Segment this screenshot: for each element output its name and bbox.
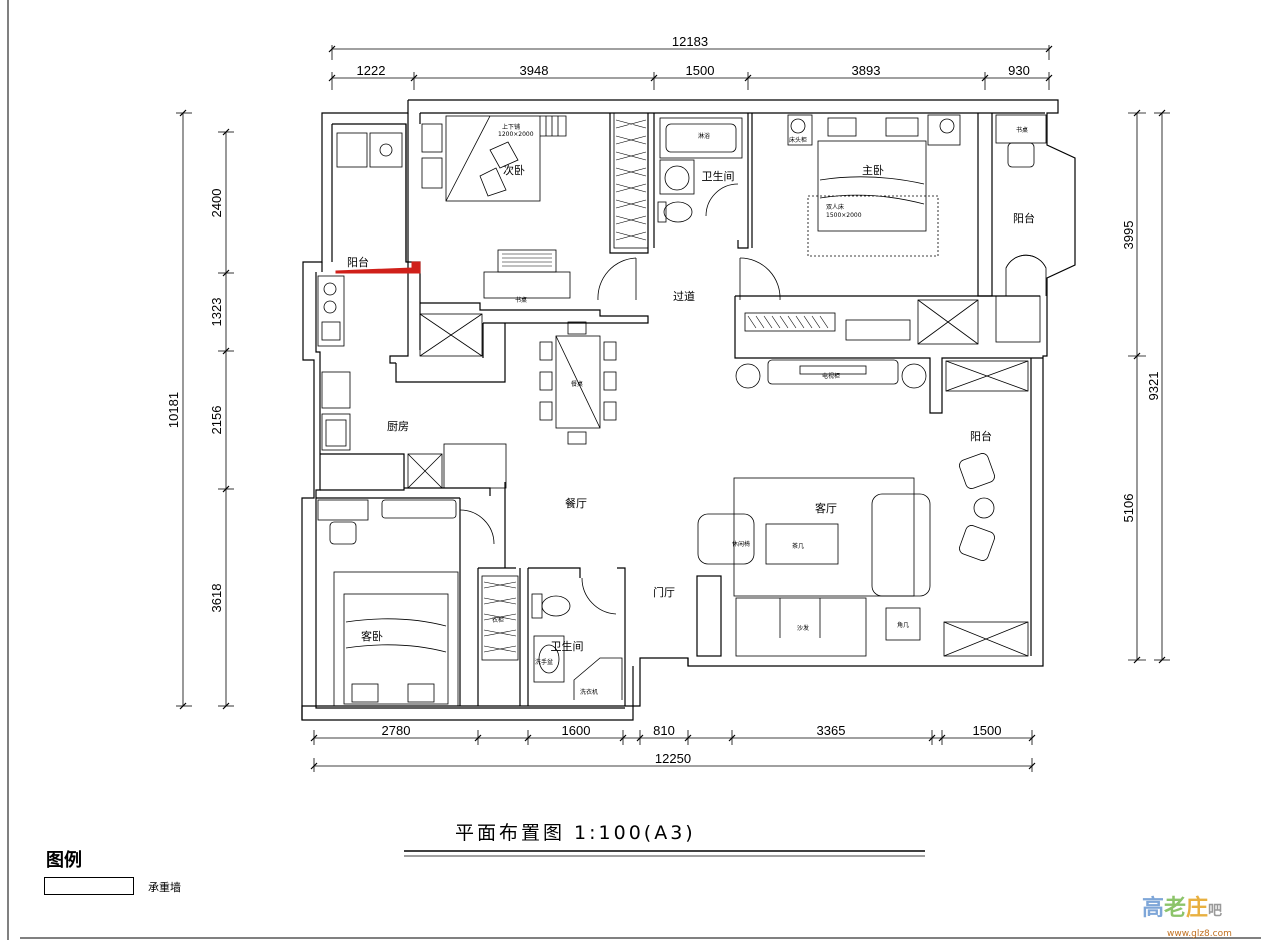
watermark-char-2: 老 [1164,895,1187,921]
bed-size-label: 1500×2000 [826,212,862,219]
watermark-char-1: 高 [1142,895,1165,921]
room-label-second-bedroom: 次卧 [503,163,525,177]
watermark-url: www.glz8.com [1167,929,1232,939]
room-label-master-bedroom: 主卧 [862,164,884,177]
room-label-balcony-e: 阳台 [970,429,992,443]
room-label-bathroom-bottom: 卫生间 [551,639,584,653]
dim-left-1: 2400 [209,189,224,218]
basin-label: 洗手盆 [535,658,553,666]
dim-top-2: 3948 [520,63,549,78]
watermark-logo: 高老庄吧 [1140,890,1258,930]
room-label-entry: 门厅 [653,585,675,599]
bunk-label: 上下铺 [502,123,520,131]
bunk-size: 1200×2000 [498,131,534,138]
shower-label: 淋浴 [698,132,710,140]
dim-top-total: 12183 [672,34,708,49]
watermark-char-4: 吧 [1208,903,1223,919]
dim-bottom-2: 1600 [562,723,591,738]
side-table-label: 角几 [897,621,909,629]
nightstand-label: 床头柜 [789,136,807,144]
double-bed-label: 双人床 [826,203,844,211]
dim-right-2: 5106 [1121,494,1136,523]
room-label-balcony-ne: 阳台 [1013,211,1035,225]
wardrobe-label: 衣柜 [492,616,504,624]
room-label-dining: 餐厅 [565,496,587,510]
dim-right-1: 3995 [1121,221,1136,250]
furniture [317,112,1047,707]
highlighted-wall [335,261,421,274]
dim-left-3: 2156 [209,406,224,435]
legend-item-label: 承重墙 [148,881,181,894]
dim-bottom-1: 2780 [382,723,411,738]
dining-table-label: 餐桌 [571,380,583,388]
lounge-chair-label: 休闲椅 [732,540,750,548]
dim-top-5: 930 [1008,63,1030,78]
dim-bottom-5: 1500 [973,723,1002,738]
watermark-char-3: 庄 [1186,895,1209,921]
sofa-label: 沙发 [797,624,809,632]
dim-right-total: 9321 [1146,372,1161,401]
room-label-hallway: 过道 [673,289,695,303]
room-label-living: 客厅 [815,501,837,515]
book-desk-label: 书桌 [1016,126,1028,134]
dimension-ticks [179,45,1166,770]
legend-swatch-bearing-wall [44,877,134,895]
dimension-lines [176,45,1170,772]
dim-bottom-total: 12250 [655,751,691,766]
room-label-guest-bedroom: 客卧 [361,629,383,643]
dim-bottom-4: 3365 [817,723,846,738]
tv-cabinet-label: 电视柜 [822,372,840,380]
dim-left-total: 10181 [166,392,181,428]
dim-top-3: 1500 [686,63,715,78]
dim-bottom-3: 810 [653,723,675,738]
walls [301,99,1076,721]
wash-machine-label: 洗衣机 [580,688,598,696]
room-label-balcony-nw: 阳台 [347,255,369,269]
dim-top-4: 3893 [852,63,881,78]
dim-top-1: 1222 [357,63,386,78]
legend-heading: 图例 [46,850,82,871]
room-label-kitchen: 厨房 [387,420,409,433]
wardrobe-hatch [483,119,829,653]
tea-table-label: 茶几 [792,542,804,550]
room-label-bathroom-top: 卫生间 [702,169,735,183]
dim-left-4: 3618 [209,584,224,613]
dim-left-2: 1323 [209,298,224,327]
doors [459,183,1047,615]
drawing-title: 平面布置图 1:100(A3) [455,822,696,844]
desk-label: 书桌 [515,296,527,304]
